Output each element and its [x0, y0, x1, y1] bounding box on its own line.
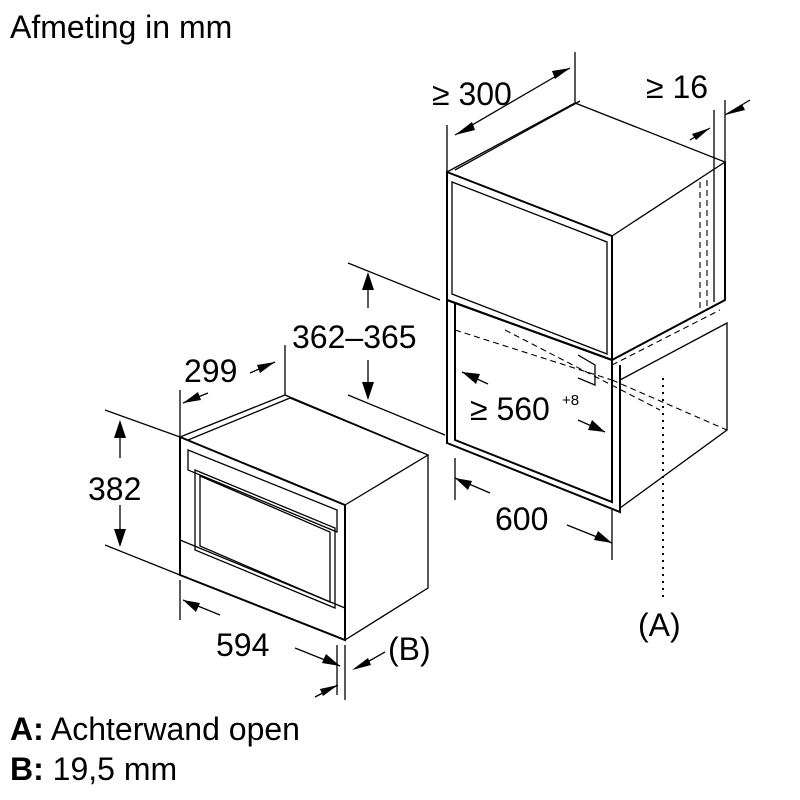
dimension-label-cabinet-depth: ≥ 300 [432, 76, 512, 112]
legend-b: B: 19,5 mm [10, 751, 177, 787]
upper-cabinet [446, 100, 727, 362]
dimension-label-device-width: 594 [216, 627, 269, 663]
dimension-label-device-height: 382 [88, 471, 141, 507]
dimension-label-cabinet-gap: ≥ 16 [646, 69, 708, 105]
legend-a-text: Achterwand open [44, 711, 300, 747]
niche-frame [446, 299, 728, 514]
dimension-lines [104, 52, 751, 700]
marker-a: (A) [638, 607, 681, 643]
dimension-label-device-depth: 299 [184, 353, 237, 389]
device [179, 394, 430, 642]
marker-b: (B) [388, 631, 431, 667]
dimension-label-niche-width: 600 [495, 501, 548, 537]
dimension-label-niche-height: 362–365 [292, 319, 417, 355]
dimension-label-niche-depth-tolerance: +8 [562, 392, 579, 409]
legend-a-key: A: [10, 711, 44, 747]
legend-b-text: 19,5 mm [44, 751, 177, 787]
legend-a: A: Achterwand open [10, 711, 300, 747]
diagram-title: Afmeting in mm [10, 9, 232, 45]
dimension-label-niche-depth: ≥ 560 [470, 391, 550, 427]
legend-b-key: B: [10, 751, 44, 787]
